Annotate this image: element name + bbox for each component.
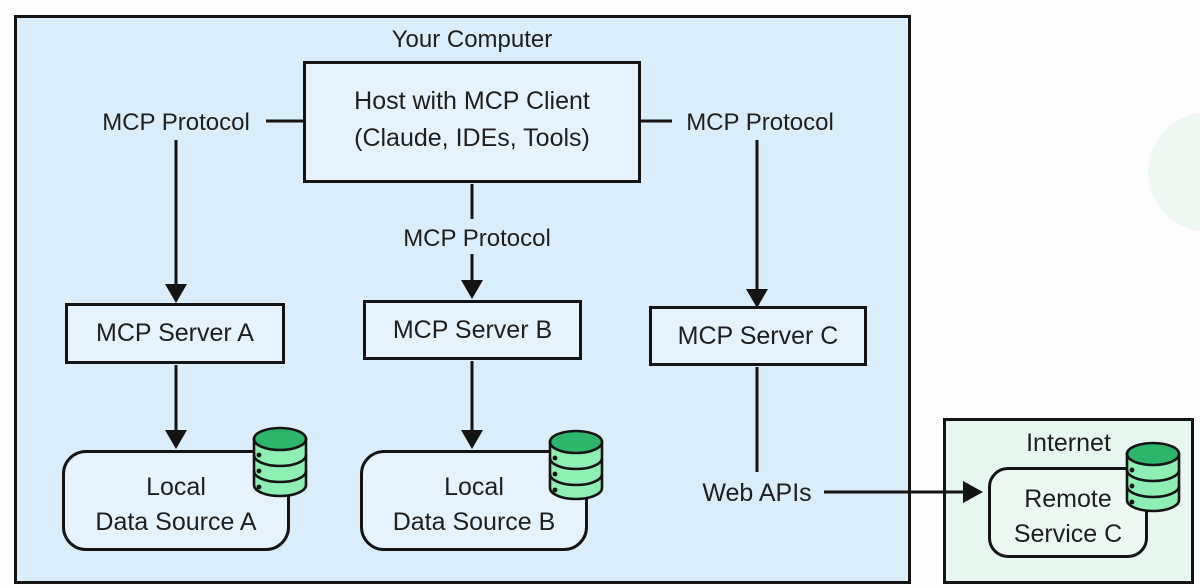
host-label-line1: Host with MCP Client bbox=[354, 87, 590, 115]
web-apis-label: Web APIs bbox=[702, 479, 812, 507]
mcp-server-a-box: MCP Server A bbox=[65, 303, 285, 364]
mcp-server-c-box: MCP Server C bbox=[649, 306, 867, 366]
local-data-source-b-line1: Local bbox=[444, 473, 504, 501]
mcp-protocol-label-right: MCP Protocol bbox=[686, 109, 834, 136]
mcp-server-a-label: MCP Server A bbox=[96, 319, 254, 347]
local-data-source-a-line1: Local bbox=[146, 473, 206, 501]
background-blob bbox=[1148, 112, 1200, 232]
remote-service-c-line2: Service C bbox=[1013, 520, 1123, 548]
mcp-server-b-label: MCP Server B bbox=[392, 315, 553, 344]
remote-service-c-box: Remote Service C bbox=[988, 467, 1148, 558]
mcp-protocol-label-center: MCP Protocol bbox=[403, 225, 551, 252]
mcp-server-c-label: MCP Server C bbox=[677, 321, 839, 350]
database-icon bbox=[1125, 441, 1181, 513]
internet-title: Internet bbox=[1026, 429, 1111, 457]
mcp-server-b-box: MCP Server B bbox=[363, 300, 582, 360]
database-icon bbox=[548, 429, 604, 501]
local-data-source-a-line2: Data Source A bbox=[95, 508, 257, 536]
local-data-source-a-box: Local Data Source A bbox=[62, 450, 290, 551]
host-label-line2: (Claude, IDEs, Tools) bbox=[354, 124, 590, 152]
local-data-source-b-line2: Data Source B bbox=[392, 508, 556, 536]
remote-service-c-line1: Remote bbox=[1024, 485, 1112, 513]
host-with-mcp-client-box: Host with MCP Client (Claude, IDEs, Tool… bbox=[303, 61, 641, 183]
mcp-protocol-label-left: MCP Protocol bbox=[102, 109, 250, 136]
database-icon bbox=[252, 426, 308, 498]
local-data-source-b-box: Local Data Source B bbox=[360, 450, 588, 551]
your-computer-title: Your Computer bbox=[391, 26, 553, 53]
